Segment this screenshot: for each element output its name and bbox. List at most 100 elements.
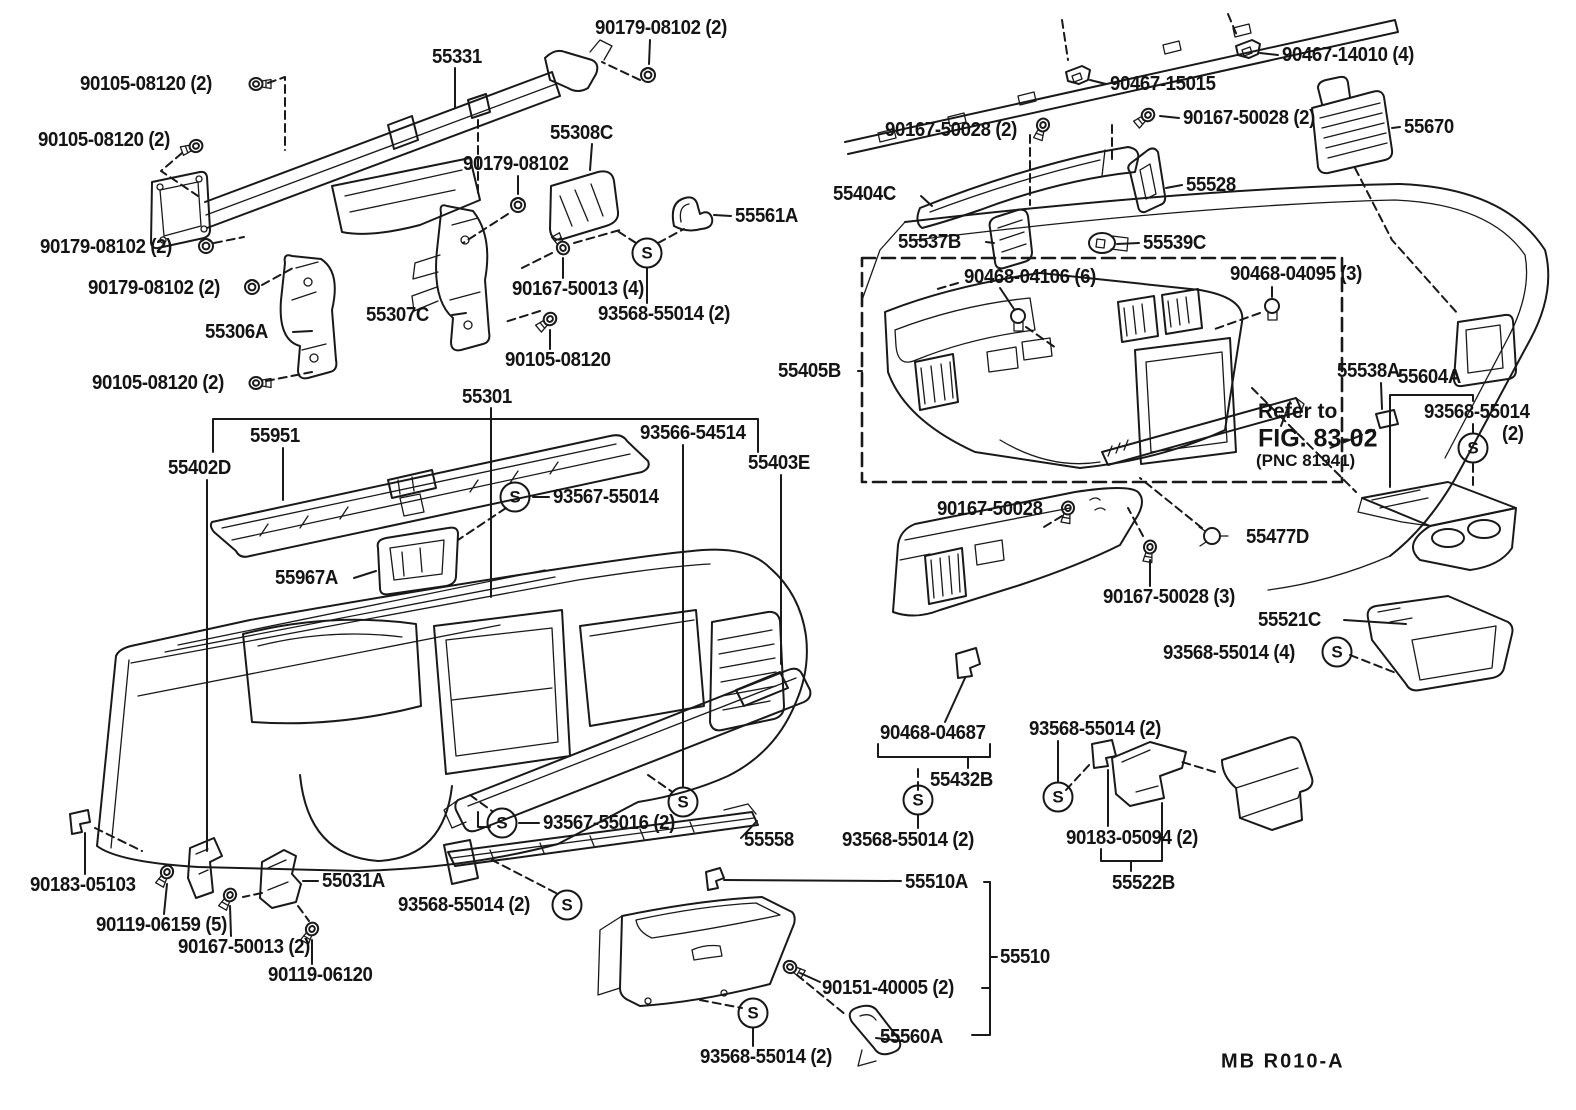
part-label-93567-55016: 93567-55016 (2) (543, 812, 675, 834)
part-label-93568-55014-a: 93568-55014 (2) (598, 303, 730, 325)
part-label-93568-55014-e: 93568-55014 (4) (1163, 642, 1295, 664)
part-label-55951: 55951 (250, 425, 300, 447)
part-label-55510: 55510 (1000, 946, 1050, 968)
part-label-93568-55014-c: 93568-55014 (2) (700, 1046, 832, 1068)
s-marker-10: S (1042, 781, 1074, 813)
part-label-55308c: 55308C (550, 122, 613, 144)
part-label-90105-08120-c: 90105-08120 (2) (92, 372, 224, 394)
beam-55331 (150, 39, 613, 250)
part-label-55402d: 55402D (168, 457, 231, 479)
reinforcement-55558 (443, 803, 759, 885)
part-label-55404c: 55404C (833, 183, 896, 205)
part-label-55521c: 55521C (1258, 609, 1321, 631)
leader-lines (84, 39, 1474, 1047)
clip-90468-04106 (1010, 308, 1026, 332)
part-label-55560a: 55560A (880, 1026, 943, 1048)
s-marker-7: S (737, 997, 769, 1029)
part-label-90167-50013-a: 90167-50013 (4) (512, 278, 644, 300)
part-label-93568-55014-d: 93568-55014 (1424, 401, 1530, 423)
s-marker-4: S (667, 786, 699, 818)
part-label-90183-05094: 90183-05094 (2) (1066, 827, 1198, 849)
part-label-90179-08102-c: 90179-08102 (2) (88, 277, 220, 299)
part-label-90167-50028-c: 90167-50028 (3) (1103, 586, 1235, 608)
s-marker-6: S (551, 889, 583, 921)
s-marker-2: S (499, 481, 531, 513)
defroster-garnish-55951 (209, 434, 650, 558)
stay-55306a (279, 254, 338, 380)
lower-strip-55403e (443, 667, 812, 833)
dashed-box-55405b (860, 256, 1344, 484)
upper-garnish-55404c (916, 146, 1140, 229)
cup-tray-55604a (1357, 481, 1517, 571)
channel-55522b (1111, 741, 1187, 807)
part-label-55432b: 55432B (930, 769, 993, 791)
part-label-90468-04095: 90468-04095 (3) (1230, 263, 1362, 285)
part-label-90468-04106: 90468-04106 (6) (964, 266, 1096, 288)
part-label-93566-54514: 93566-54514 (640, 422, 746, 444)
clip-55538a (1375, 409, 1399, 429)
check-arm-55560a (848, 1004, 902, 1067)
refer-note-line2: FIG. 83-02 (1258, 424, 1378, 453)
cowl-top (844, 19, 1399, 155)
part-label-90167-50028-b: 90167-50028 (2) (1183, 107, 1315, 129)
clip-55537b (988, 208, 1033, 270)
part-label-55307c: 55307C (366, 304, 429, 326)
s-marker-9: S (1321, 636, 1353, 668)
part-label-90105-08120-single: 90105-08120 (505, 349, 611, 371)
dash-body-right (861, 183, 1550, 591)
part-label-55537b: 55537B (898, 231, 961, 253)
mount-brackets-lower (69, 809, 302, 909)
bracket-55308c (549, 170, 620, 241)
s-marker-3: S (486, 807, 518, 839)
clip-90467-14010 (1235, 39, 1261, 59)
part-label-90467-15015: 90467-15015 (1110, 73, 1216, 95)
clip-90183-05094 (1091, 739, 1117, 769)
lower-panel-55432b (892, 487, 1143, 617)
part-label-55670: 55670 (1404, 116, 1454, 138)
clip-90467-15015 (1065, 65, 1091, 85)
heater-control-strip (1101, 397, 1305, 466)
part-label-93567-55014: 93567-55014 (553, 486, 659, 508)
part-label-55558: 55558 (744, 829, 794, 851)
stay-55307c (411, 204, 491, 352)
door-55522b (1221, 736, 1314, 831)
part-label-55405b: 55405B (778, 360, 841, 382)
clip-90468-04095 (1264, 298, 1280, 321)
part-label-90179-08102-a: 90179-08102 (2) (595, 17, 727, 39)
part-label-55301: 55301 (462, 386, 512, 408)
part-label-90183-05103: 90183-05103 (30, 874, 136, 896)
part-label-55539c: 55539C (1143, 232, 1206, 254)
part-label-55331: 55331 (432, 46, 482, 68)
part-label-93568-55014-g: 93568-55014 (2) (842, 829, 974, 851)
part-label-90468-04687: 90468-04687 (880, 722, 986, 744)
s-marker-5: S (902, 784, 934, 816)
ash-box-55521c (1366, 595, 1514, 692)
side-vent-55670 (1311, 75, 1394, 175)
part-label-55604a: 55604A (1398, 366, 1461, 388)
part-label-93568-55014-f: 93568-55014 (2) (1029, 718, 1161, 740)
glove-box-door-55510 (597, 896, 796, 1007)
dashed-lines (94, 13, 1474, 1016)
clip-90468-04687 (955, 647, 981, 679)
clamp-55561a (671, 196, 714, 232)
part-label-90105-08120-a: 90105-08120 (2) (80, 73, 212, 95)
part-label-55510a: 55510A (905, 871, 968, 893)
part-label-55561a: 55561A (735, 205, 798, 227)
part-label-90167-50013-b: 90167-50013 (2) (178, 936, 310, 958)
part-label-55538a: 55538A (1337, 360, 1400, 382)
part-label-55403e: 55403E (748, 452, 810, 474)
part-label-90179-08102-single: 90179-08102 (463, 153, 569, 175)
clip-55510a (705, 867, 725, 891)
part-label-55031a: 55031A (322, 870, 385, 892)
part-label-90119-06120: 90119-06120 (268, 964, 373, 986)
part-label-90167-50028-single: 90167-50028 (937, 498, 1043, 520)
cluster-panel-55405b (884, 272, 1244, 469)
center-nozzle-55967a (376, 526, 459, 596)
instrument-pad-55301 (96, 548, 808, 872)
drawing-code: MB R010-A (1221, 1050, 1345, 1073)
part-label-90467-14010: 90467-14010 (4) (1282, 44, 1414, 66)
part-label-55522b: 55522B (1112, 872, 1175, 894)
s-marker-1: S (631, 237, 663, 269)
part-label-55306a: 55306A (205, 321, 268, 343)
